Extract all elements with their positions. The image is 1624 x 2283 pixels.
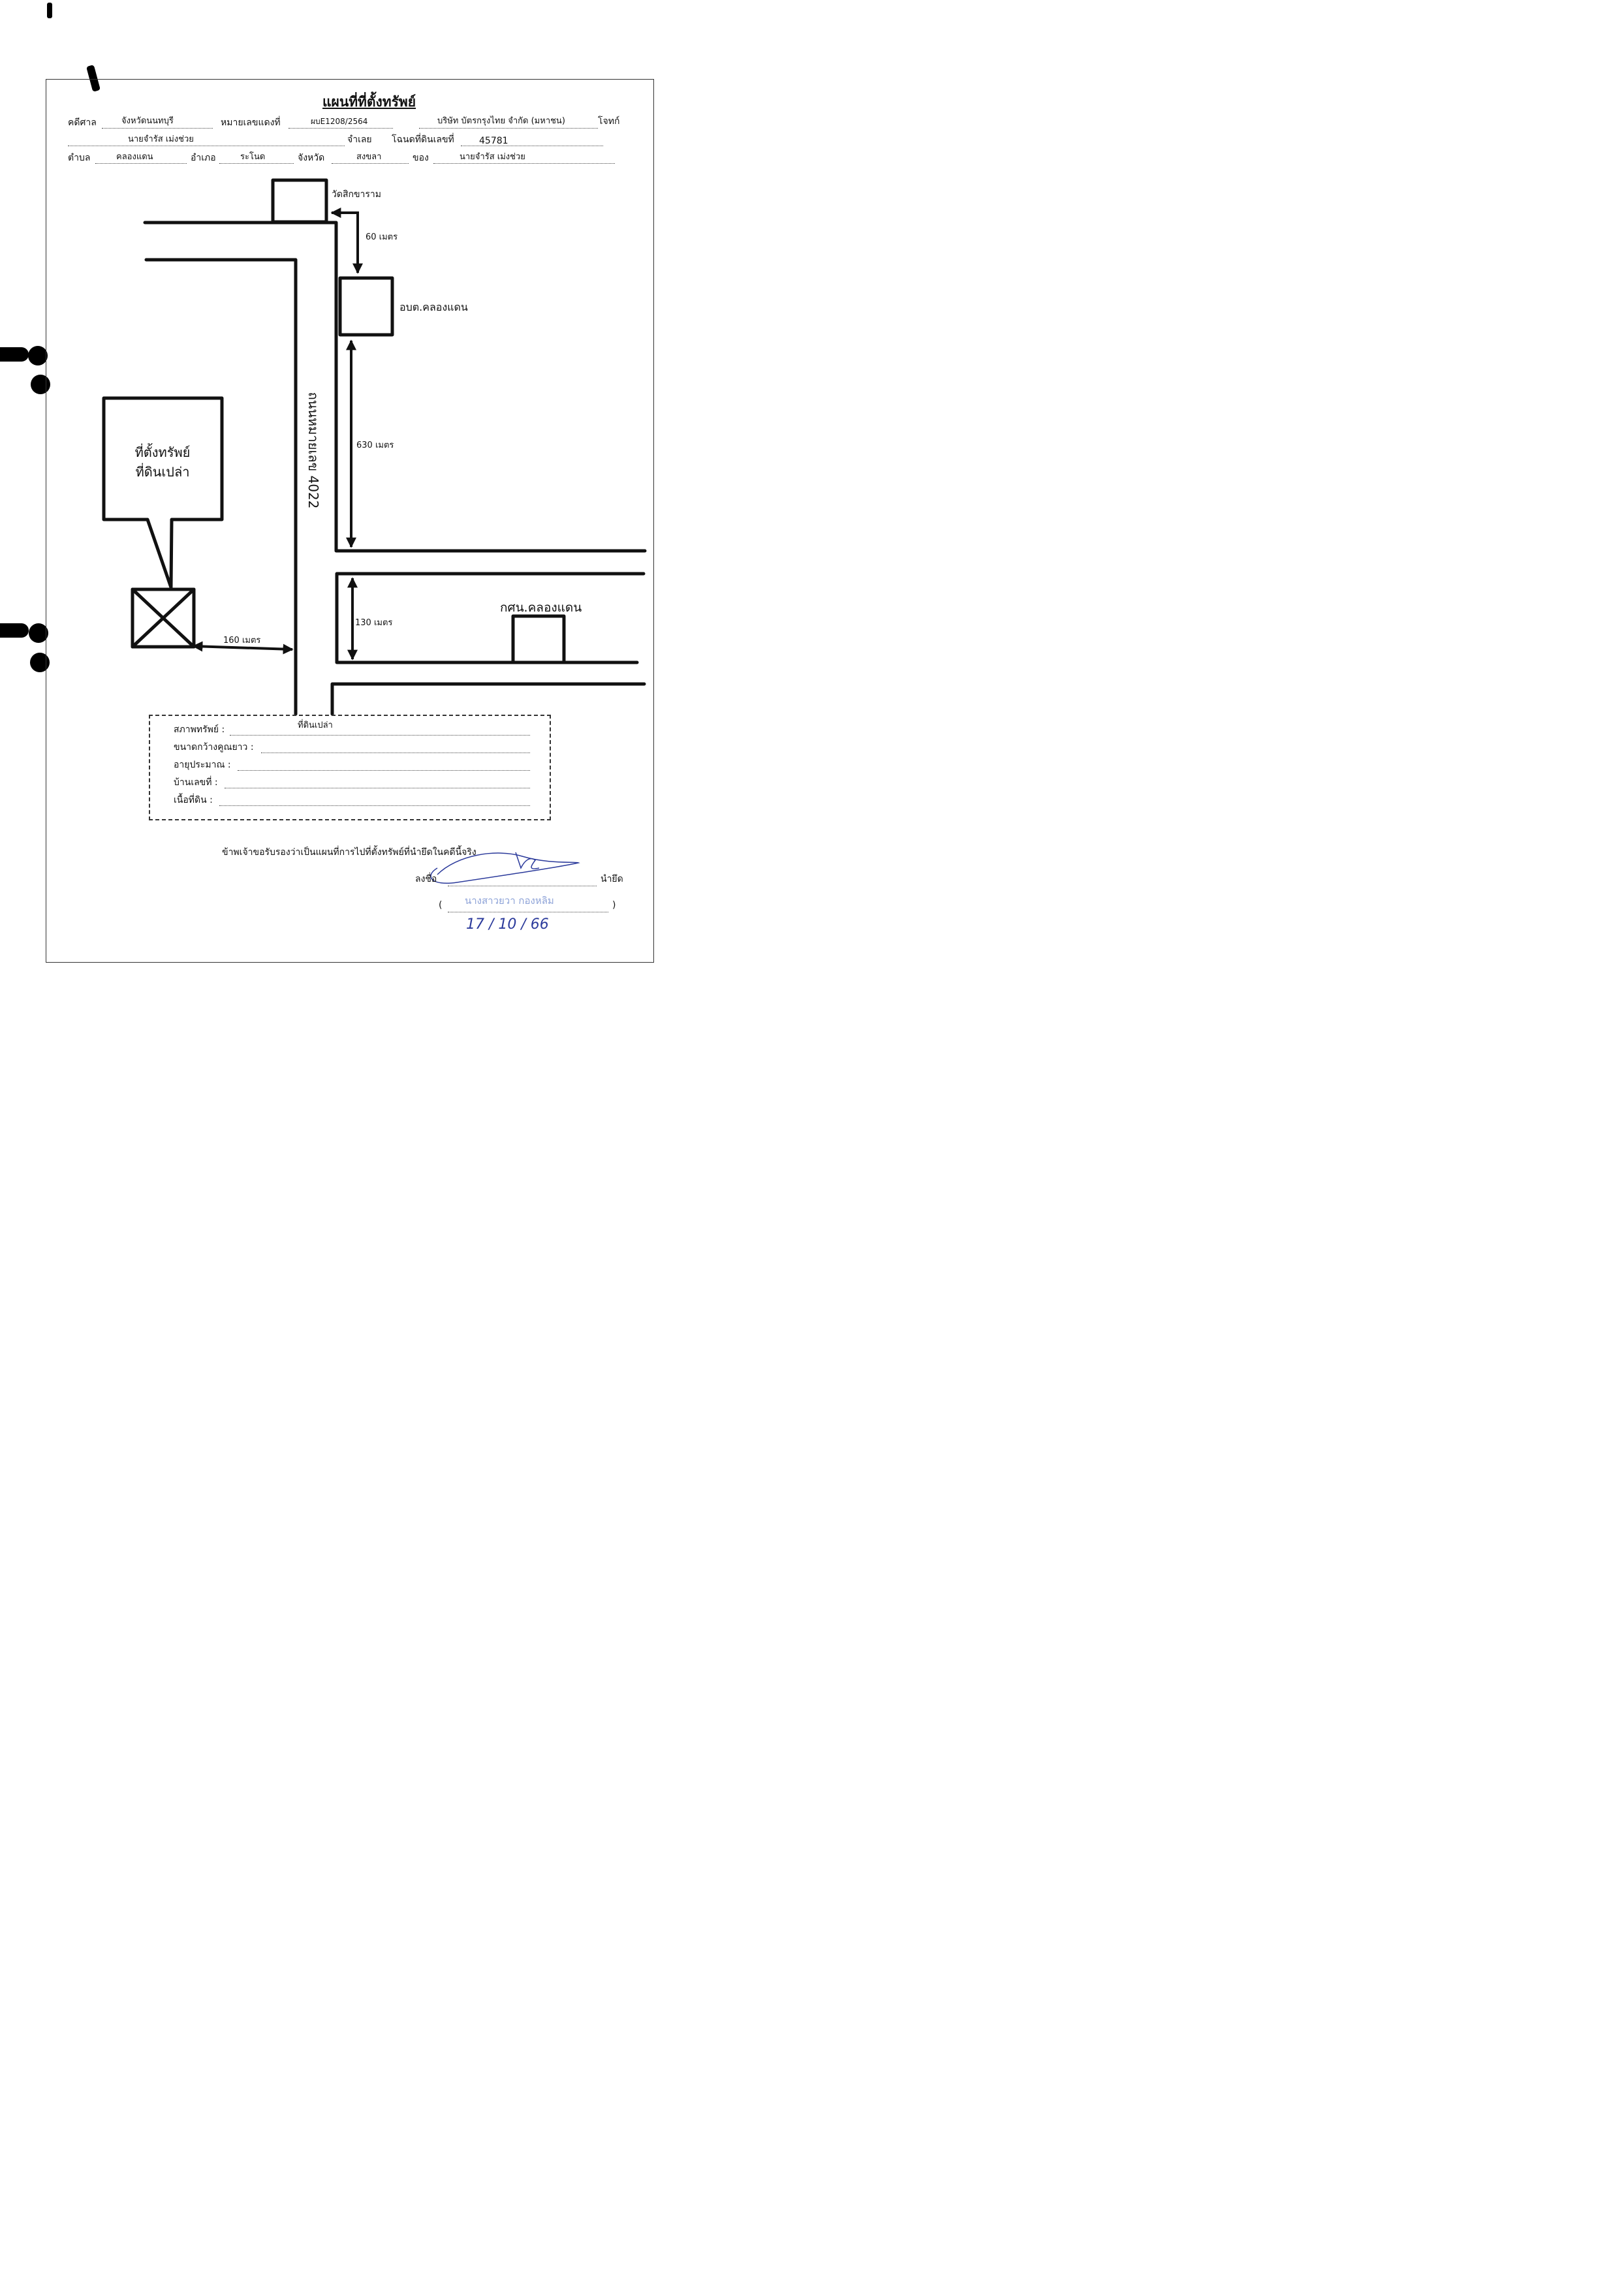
nfe-building	[511, 614, 566, 664]
property-callout	[102, 396, 224, 589]
subdistrict-value: คลองแดน	[116, 152, 153, 162]
punch-hole	[29, 623, 48, 643]
case-court-label: คดีศาล	[68, 117, 97, 128]
road-edge	[143, 221, 647, 553]
ink-blot	[0, 347, 29, 362]
house-no-label: บ้านเลขที่ :	[174, 777, 218, 788]
dist-sao-label: 630 เมตร	[356, 441, 394, 450]
province-value: สงขลา	[356, 152, 382, 162]
dist-temple-label: 60 เมตร	[366, 232, 398, 242]
sao-label: อบต.คลองแดน	[399, 301, 468, 313]
defendant-value: นายจำรัส เม่งช่วย	[128, 134, 194, 144]
property-line2: ที่ดินเปล่า	[135, 464, 190, 480]
province-label: จังหวัด	[298, 153, 325, 163]
distance-arrow	[330, 208, 363, 274]
district-value: ระโนด	[240, 152, 266, 162]
distance-arrow	[192, 641, 294, 655]
sign-label: ลงชื่อ	[415, 874, 437, 884]
document-frame	[46, 79, 654, 963]
ink-blot	[47, 3, 52, 18]
age-label: อายุประมาณ :	[174, 760, 231, 770]
handwritten-date: 17 / 10 / 66	[466, 916, 549, 933]
road-label: ถนนหมายเลข 4022	[305, 392, 321, 509]
plaintiff-label: โจทก์	[598, 116, 620, 127]
dotted-line	[95, 163, 187, 164]
road-edge	[144, 258, 298, 716]
signature	[430, 852, 580, 884]
dotted-line	[219, 163, 294, 164]
sao-building	[338, 276, 394, 337]
nfe-label: กศน.คลองแดน	[500, 600, 582, 615]
property-marker	[131, 587, 196, 649]
condition-value: ที่ดินเปล่า	[298, 721, 333, 730]
size-label: ขนาดกว้างคูณยาว :	[174, 742, 254, 753]
property-label: ที่ตั้งทรัพย์ ที่ดินเปล่า	[110, 443, 215, 482]
subdistrict-label: ตำบล	[68, 153, 91, 163]
ink-blot	[0, 623, 29, 638]
temple-building	[271, 178, 328, 224]
role-label: นำยึด	[601, 874, 623, 884]
condition-label: สภาพทรัพย์ :	[174, 724, 225, 735]
owner-label: ของ	[413, 153, 429, 163]
red-no-value: ผบE1208/2564	[311, 117, 368, 126]
red-no-label: หมายเลขแดงที่	[221, 117, 281, 128]
deed-label: โฉนดที่ดินเลขที่	[392, 134, 454, 145]
dist-property-label: 160 เมตร	[223, 636, 261, 645]
deed-value: 45781	[479, 136, 508, 146]
punch-hole	[28, 346, 48, 365]
dotted-line	[238, 770, 530, 771]
certify-statement: ข้าพเจ้าขอรับรองว่าเป็นแผนที่การไปที่ตั้…	[222, 847, 476, 858]
dotted-line	[332, 163, 409, 164]
road-edge	[335, 572, 646, 664]
dotted-line	[219, 805, 530, 806]
defendant-label: จำเลย	[347, 134, 372, 145]
punch-hole	[31, 375, 50, 394]
owner-value: นายจำรัส เม่งช่วย	[460, 152, 525, 162]
dist-junction-label: 130 เมตร	[355, 618, 393, 628]
page-title: แผนที่ที่ตั้งทรัพย์	[322, 94, 416, 110]
area-label: เนื้อที่ดิน :	[174, 795, 213, 805]
open-paren: (	[439, 900, 443, 910]
dotted-line	[102, 128, 213, 129]
dotted-line	[230, 735, 530, 736]
punch-hole	[30, 653, 50, 672]
road-edge	[330, 682, 646, 716]
dotted-line	[289, 128, 393, 129]
case-court-value: จังหวัดนนทบุรี	[121, 116, 174, 126]
stamped-name: นางสาวยวา กองหลิม	[465, 895, 554, 907]
dotted-line	[433, 163, 615, 164]
location-map	[102, 178, 647, 884]
property-line1: ที่ตั้งทรัพย์	[134, 444, 191, 460]
dotted-line	[419, 128, 598, 129]
plaintiff-value: บริษัท บัตรกรุงไทย จำกัด (มหาชน)	[437, 116, 565, 126]
property-info-box	[149, 715, 551, 820]
temple-label: วัดสิกขาราม	[332, 189, 382, 200]
close-paren: )	[612, 900, 616, 910]
district-label: อำเภอ	[191, 153, 216, 163]
